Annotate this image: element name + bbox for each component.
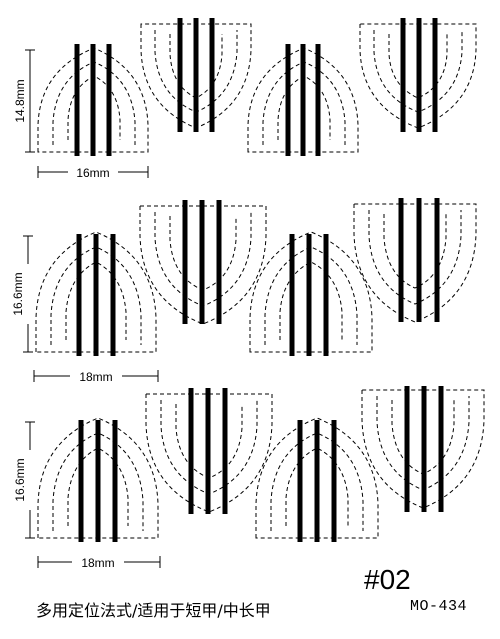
design-number: #02 bbox=[364, 564, 411, 595]
row-3-stencils bbox=[37, 386, 485, 542]
row-2-height-label: 16.6mm bbox=[11, 272, 25, 315]
row-2-height-dimension: 16.6mm bbox=[11, 235, 33, 353]
row-2-width-label: 18mm bbox=[79, 370, 112, 384]
row-1-height-label: 14.8mm bbox=[13, 79, 27, 122]
row-2-stencils bbox=[35, 198, 477, 356]
nail-stencil bbox=[255, 417, 379, 542]
nail-stencil bbox=[249, 231, 373, 356]
nail-stencil bbox=[139, 200, 267, 325]
nail-stencil bbox=[145, 388, 273, 514]
nail-stencil bbox=[359, 18, 477, 132]
row-1-width-dimension: 16mm bbox=[37, 164, 149, 180]
nail-stencil bbox=[35, 231, 157, 356]
row-2-width-dimension: 18mm bbox=[33, 368, 159, 384]
nail-stencil bbox=[140, 18, 252, 132]
model-number: MO-434 bbox=[410, 598, 468, 615]
row-1-stencils bbox=[37, 18, 477, 156]
row-3-width-label: 18mm bbox=[81, 556, 114, 570]
usage-caption: 多用定位法式/适用于短甲/中长甲 bbox=[36, 601, 271, 620]
nail-stencil bbox=[37, 417, 159, 542]
row-3-width-dimension: 18mm bbox=[37, 554, 161, 570]
nail-stencil bbox=[353, 198, 477, 323]
row-3-height-dimension: 16.6mm bbox=[13, 421, 35, 539]
nail-stencil bbox=[37, 44, 149, 156]
row-3-height-label: 16.6mm bbox=[13, 458, 27, 501]
row-1-height-dimension: 14.8mm bbox=[13, 49, 35, 153]
nail-stencil bbox=[247, 44, 359, 156]
nail-stencil bbox=[361, 386, 485, 512]
row-1-width-label: 16mm bbox=[76, 166, 109, 180]
